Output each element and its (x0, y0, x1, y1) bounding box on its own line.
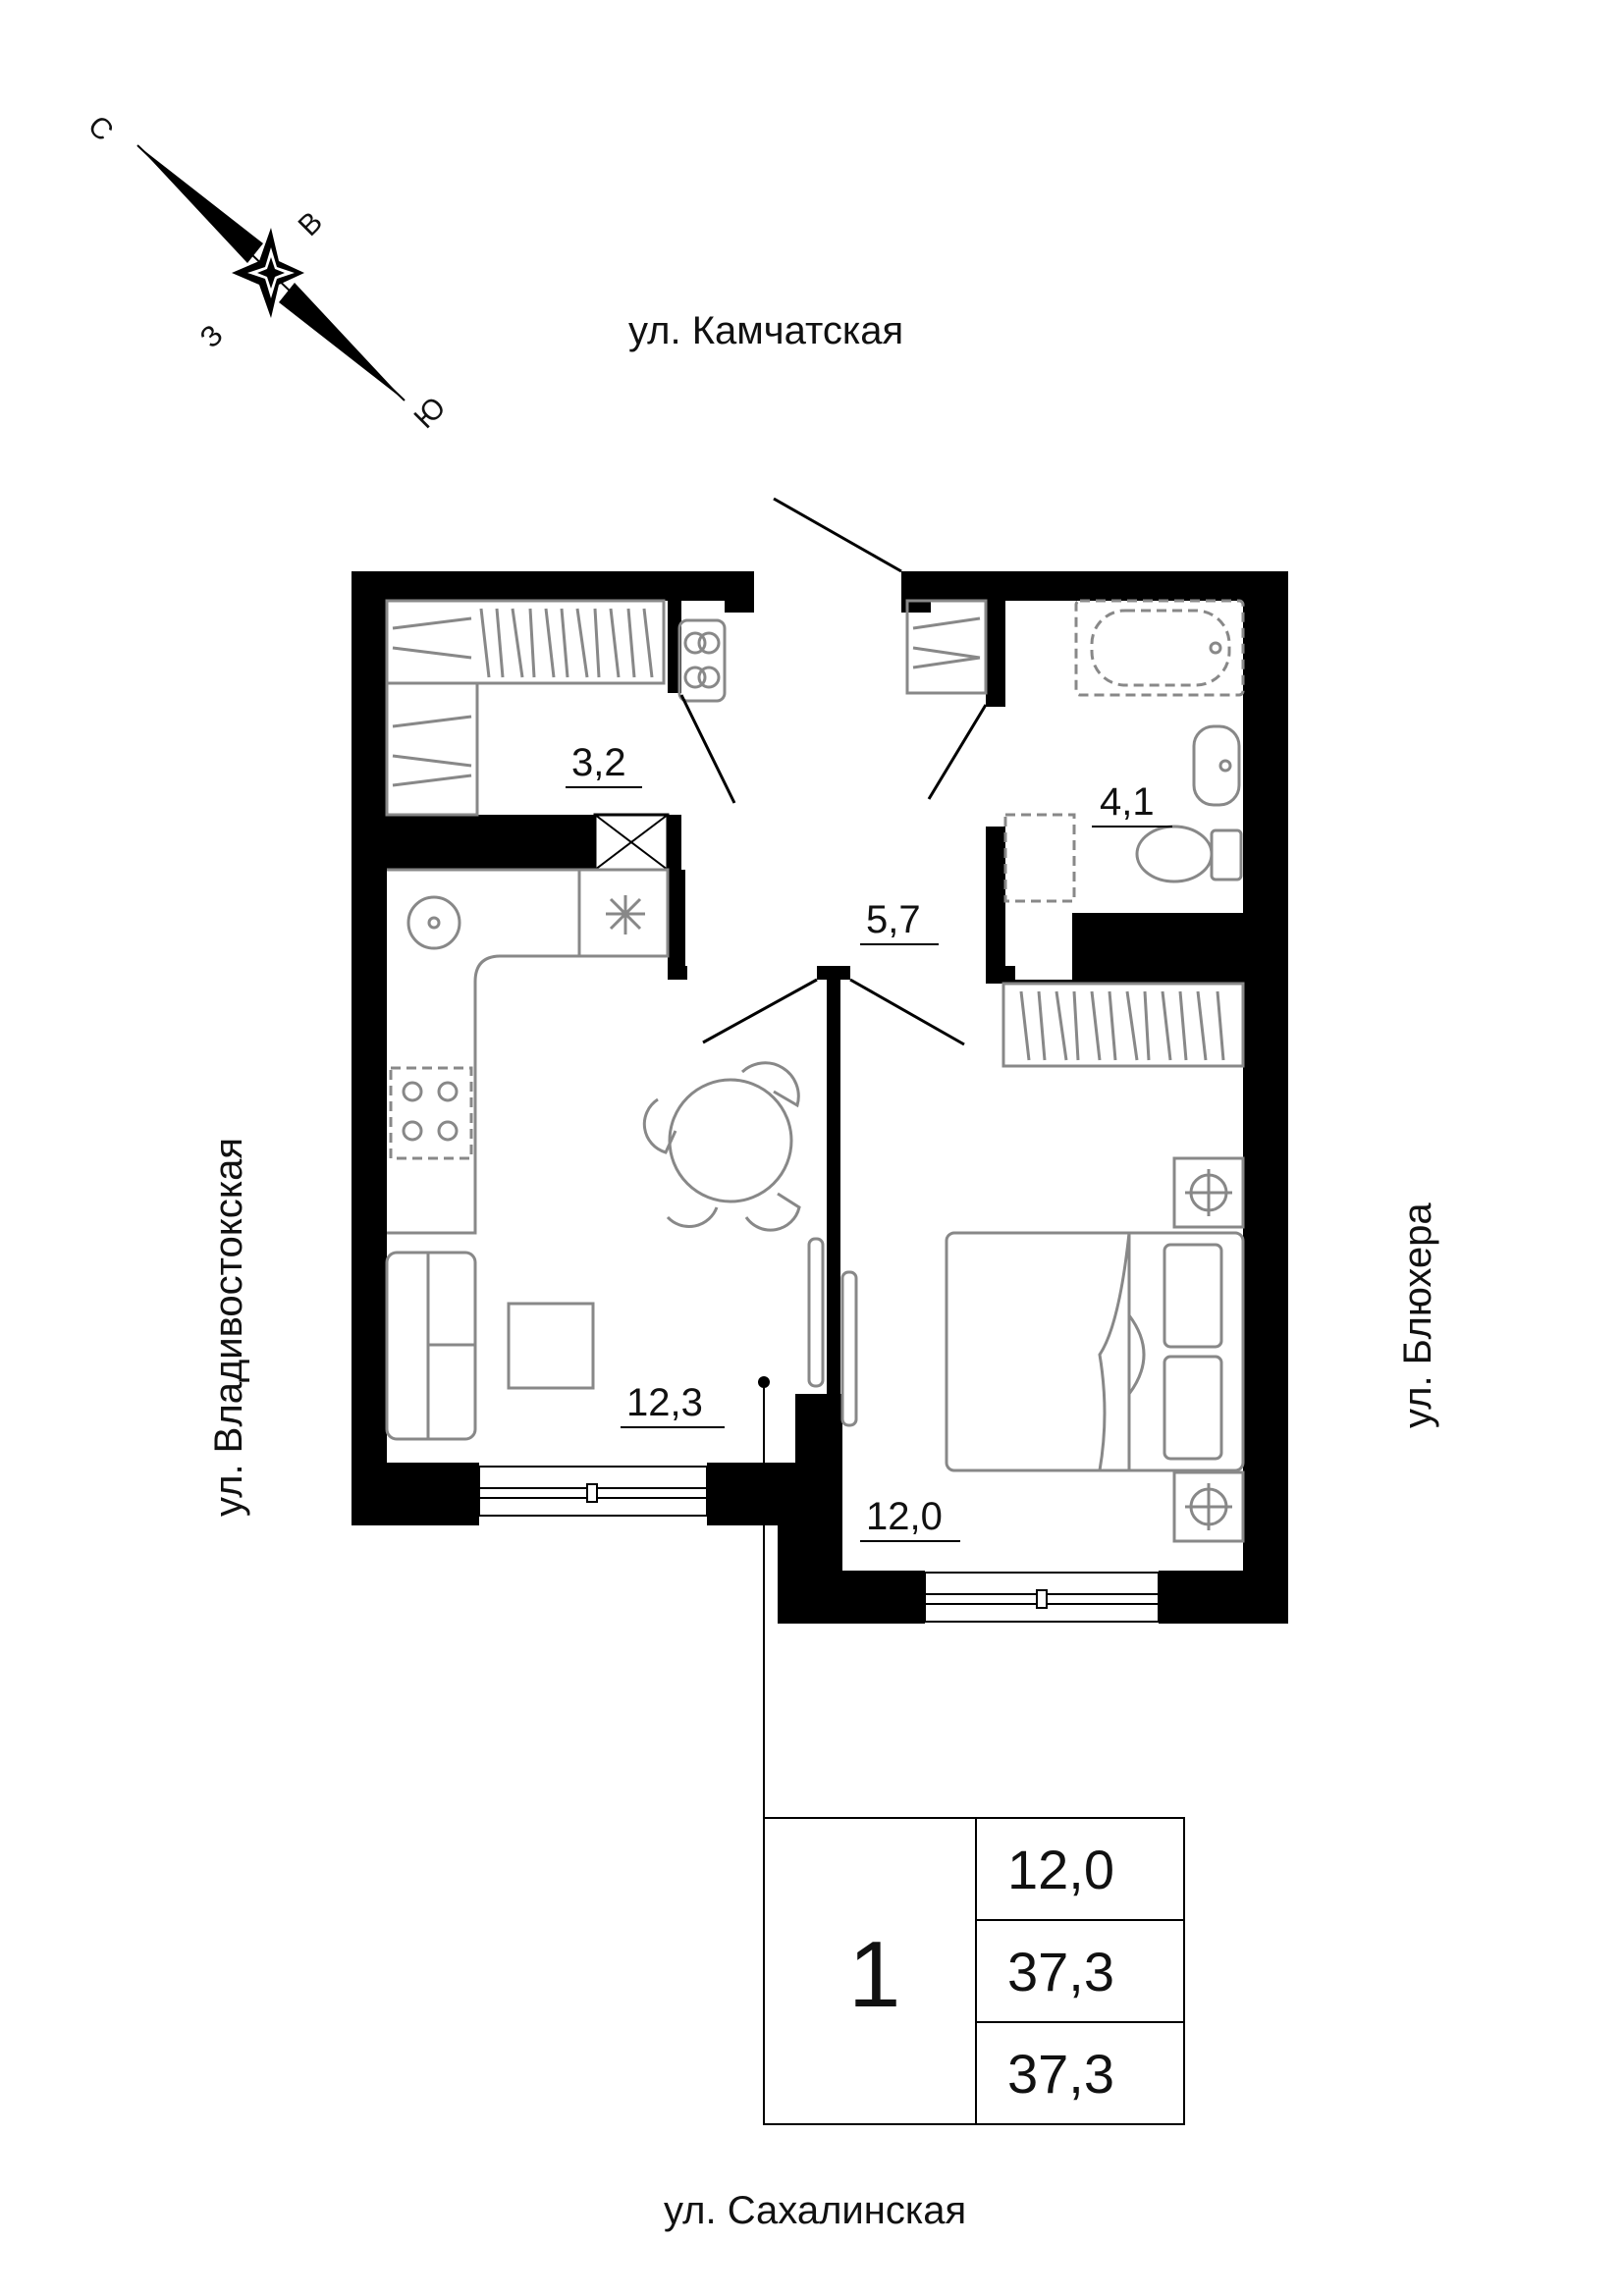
kitchen: 12,3 (385, 868, 825, 1818)
kitchen-counter (387, 868, 670, 1235)
total-area-with-balcony-value: 37,3 (1007, 2043, 1114, 2105)
storage-room: 3,2 (385, 599, 736, 817)
fridge-icon (606, 895, 645, 934)
hall: 5,7 (702, 599, 988, 1046)
street-label-bottom: ул. Сахалинская (664, 2189, 966, 2232)
nightstand-bottom (1172, 1470, 1245, 1543)
storage-door (679, 694, 736, 804)
compass-south-label: Ю (408, 391, 453, 435)
kitchen-window (478, 1466, 708, 1517)
street-label-right: ул. Блюхера (1396, 1202, 1439, 1428)
pillow (1163, 1243, 1223, 1349)
hall-wardrobe (905, 599, 988, 695)
bedroom-door (849, 978, 965, 1046)
bathroom-door (927, 704, 988, 800)
dining-table (668, 1078, 793, 1203)
kitchen-area-label: 12,3 (626, 1381, 703, 1424)
bedroom-door-leaf (840, 1270, 858, 1427)
vent-shaft (593, 813, 670, 872)
compass: С В З Ю (81, 110, 452, 435)
bathtub (1074, 599, 1245, 697)
street-label-top: ул. Камчатская (628, 309, 903, 352)
bed (945, 1231, 1245, 1472)
kitchen-sink-icon (406, 895, 461, 950)
summary-table: 1 12,0 37,3 37,3 (763, 1817, 1185, 2125)
storage-area-label: 3,2 (571, 741, 626, 784)
kitchen-door (702, 978, 818, 1044)
total-area-value: 37,3 (1007, 1941, 1114, 2002)
compass-north-label: С (81, 110, 120, 148)
wardrobe-top (385, 599, 666, 685)
bathroom: 4,1 (1003, 599, 1245, 903)
walls (352, 571, 1288, 1624)
compass-east-label: В (293, 206, 329, 242)
boiler-icon (677, 618, 727, 703)
street-label-left: ул. Владивостокская (207, 1138, 250, 1517)
compass-west-label: З (194, 319, 230, 354)
rooms-count: 1 (848, 1922, 900, 2027)
washing-machine (1003, 813, 1076, 903)
sink (1192, 724, 1241, 807)
nightstand-top (1172, 1156, 1245, 1229)
toilet (1210, 828, 1243, 881)
bedroom-area-label: 12,0 (866, 1495, 943, 1538)
kitchen-balcony-door (807, 1237, 825, 1388)
bedroom-window (924, 1572, 1160, 1623)
bathroom-area-label: 4,1 (1100, 780, 1155, 824)
bedroom-wardrobe (1001, 982, 1245, 1068)
entrance-door (773, 497, 902, 573)
wardrobe-left (385, 681, 479, 817)
pillow (1163, 1355, 1223, 1461)
cooktop (389, 1066, 473, 1160)
chair (740, 1061, 800, 1108)
living-area-value: 12,0 (1007, 1839, 1114, 1900)
coffee-table (507, 1302, 595, 1390)
bedroom: 12,0 (840, 982, 1245, 1543)
hall-area-label: 5,7 (866, 898, 921, 941)
